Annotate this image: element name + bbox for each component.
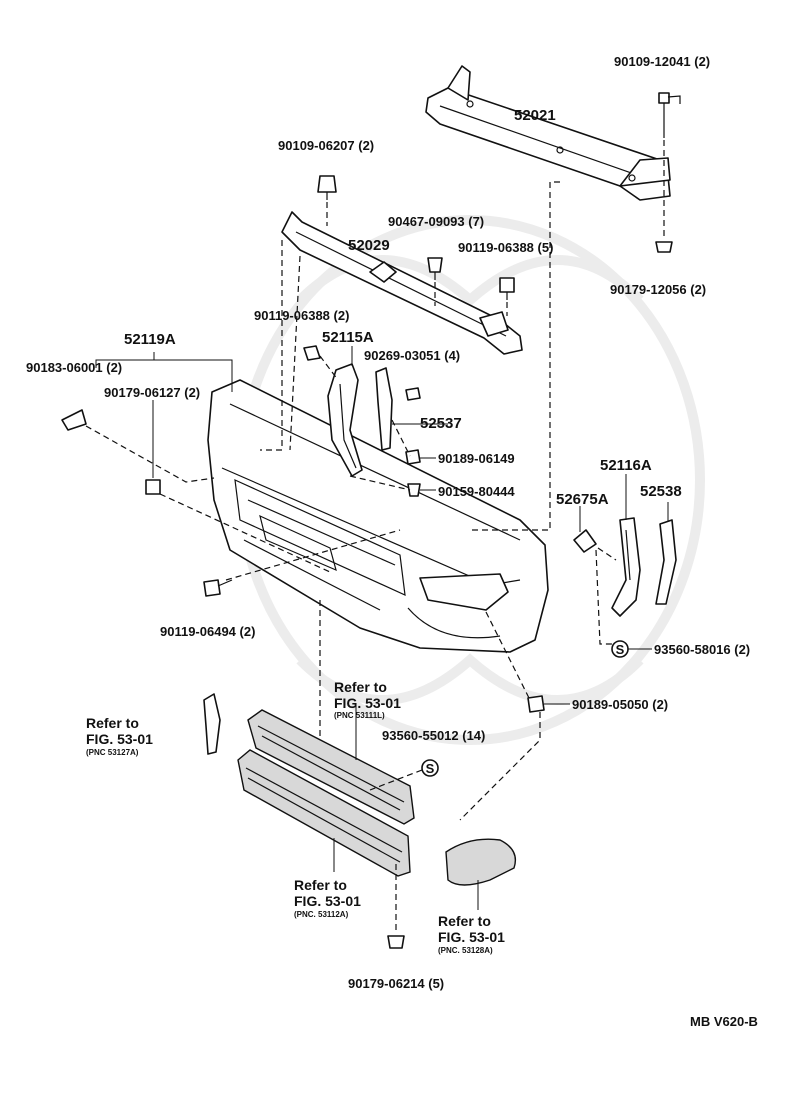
molding-53127A[interactable] [203,693,221,755]
label-90189-06149: 90189-06149 [438,451,515,466]
bracket-52116A[interactable] [611,517,641,617]
bolt-90119-06388-2[interactable] [303,345,321,361]
bolt-90119-06388-5[interactable] [499,277,515,300]
label-52538: 52538 [640,483,682,500]
ref-53128A-line2: FIG. 53-01 [438,929,505,945]
bolt-90119-06494[interactable] [203,579,233,597]
nut-90179-06127[interactable] [145,479,161,495]
retainer-52029[interactable] [281,211,523,355]
s-symbol-1: S [616,642,625,657]
label-52675A: 52675A [556,491,609,508]
bumper-cover-52119A[interactable] [207,379,549,653]
label-90119-06494: 90119-06494 (2) [160,624,255,639]
cover-53128A[interactable] [445,838,517,886]
reinforcement-52021[interactable] [425,65,671,201]
grille-53111L[interactable] [247,709,415,825]
bracket-52115A[interactable] [327,363,363,477]
label-90189-05050: 90189-05050 (2) [572,697,668,712]
label-90119-06388-2: 90119-06388 (2) [254,308,349,323]
ref-53111L-line2: FIG. 53-01 [334,695,401,711]
label-90159-80444: 90159-80444 [438,484,515,499]
clip-90189-05050[interactable] [527,695,545,713]
ref-53111L-pnc: (PNC 53111L) [334,711,385,720]
label-90109-12041: 90109-12041 (2) [614,54,710,69]
grille-53112A[interactable] [237,749,411,877]
clip-90467-09093[interactable] [427,257,443,280]
clip-90183-06001[interactable] [61,409,87,431]
screw-90269-03051[interactable] [405,387,421,401]
label-52029: 52029 [348,237,390,254]
ref-53112A-pnc: (PNC. 53112A) [294,910,349,919]
label-90179-06214: 90179-06214 (5) [348,976,444,991]
label-93560-58016: 93560-58016 (2) [654,642,750,657]
s-screw-93560-55012[interactable] [421,759,439,777]
spacer-52675A[interactable] [573,529,597,553]
label-90109-06207: 90109-06207 (2) [278,138,374,153]
label-90269-03051: 90269-03051 (4) [364,348,460,363]
label-52115A: 52115A [322,329,374,346]
ref-53112A-line1: Refer to [294,877,347,893]
bolt-90109-06207[interactable] [317,175,337,200]
bracket-52537[interactable] [375,367,393,451]
bolt-90109-12041[interactable] [658,92,681,138]
bracket-52538[interactable] [655,519,677,605]
label-90119-06388-5: 90119-06388 (5) [458,240,553,255]
clip-90189-06149[interactable] [405,449,421,465]
s-symbol-2: S [426,761,435,776]
diagram-code: MB V620-B [690,1014,758,1029]
nut-90179-06214[interactable] [387,935,405,949]
ref-53112A-line2: FIG. 53-01 [294,893,361,909]
label-90183-06001: 90183-06001 (2) [26,360,122,375]
ref-53127A-pnc: (PNC 53127A) [86,748,139,757]
nut-90179-12056[interactable] [655,241,673,253]
label-90179-12056: 90179-12056 (2) [610,282,706,297]
rivet-90159-80444[interactable] [407,483,421,497]
label-52021: 52021 [514,107,556,124]
label-93560-55012: 93560-55012 (14) [382,728,485,743]
label-52537: 52537 [420,415,462,432]
ref-53127A-line2: FIG. 53-01 [86,731,153,747]
ref-53111L-line1: Refer to [334,679,387,695]
ref-53128A-pnc: (PNC. 53128A) [438,946,493,955]
label-52116A: 52116A [600,457,652,474]
ref-53127A-line1: Refer to [86,715,139,731]
ref-53128A-line1: Refer to [438,913,491,929]
label-90467-09093: 90467-09093 (7) [388,214,484,229]
label-90179-06127: 90179-06127 (2) [104,385,200,400]
label-52119A: 52119A [124,331,176,348]
